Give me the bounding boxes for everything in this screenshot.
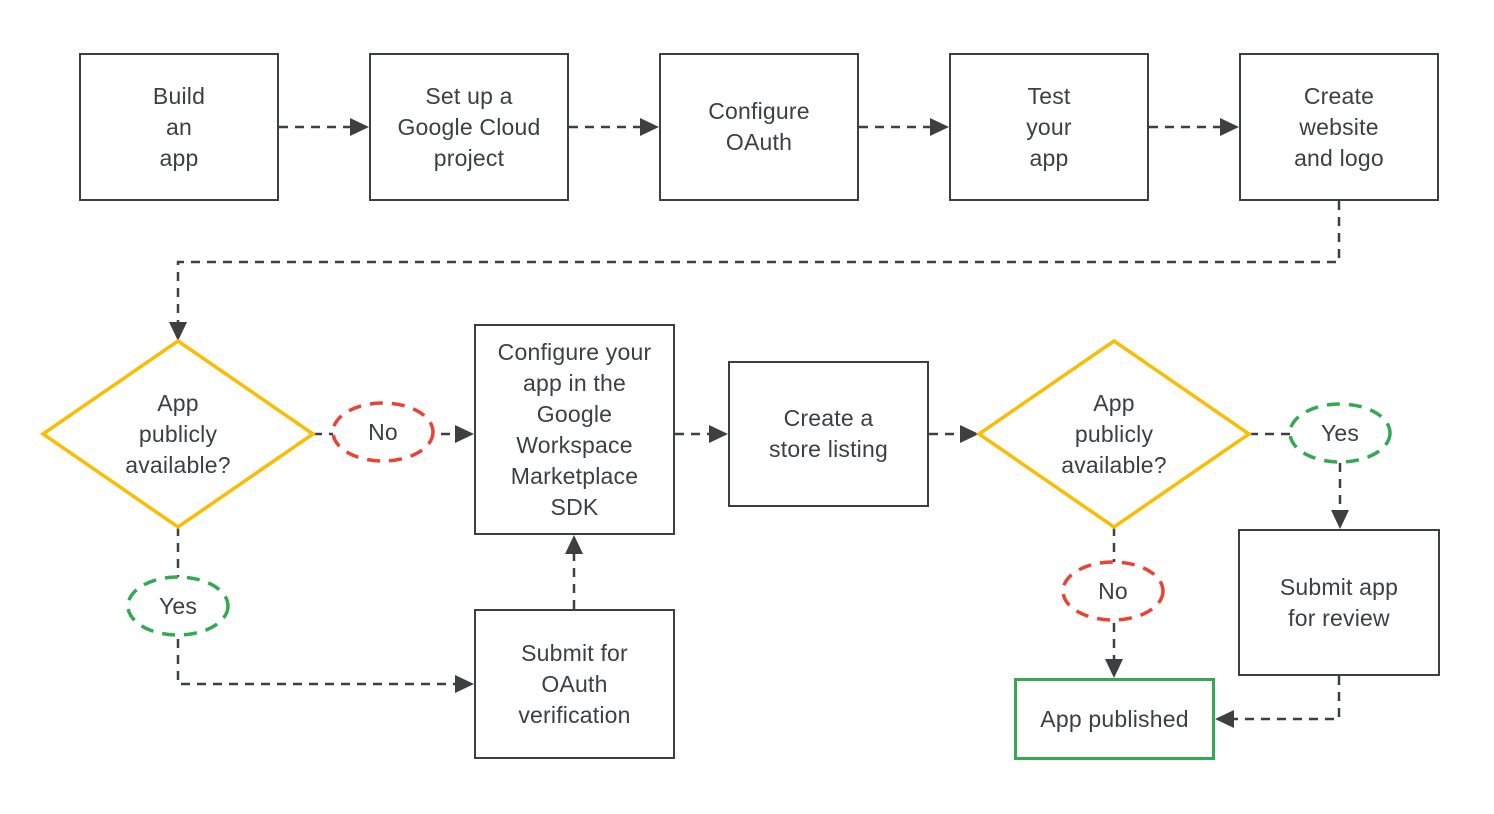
arrowhead-down-icon: [1331, 510, 1349, 529]
step-app-published: App published: [1014, 678, 1215, 760]
arrowhead-down-icon: [1105, 659, 1123, 678]
arrowhead-up-icon: [565, 535, 583, 554]
step-submit-review: Submit app for review: [1238, 529, 1440, 676]
arrowhead-down-icon: [169, 322, 187, 341]
connector-website-to-decision1: [176, 201, 1341, 323]
decision-diamond-2: [975, 338, 1253, 530]
no-badge-2-shape: [1061, 560, 1165, 622]
arrowhead-right-icon: [960, 425, 979, 443]
arrowhead-right-icon: [350, 118, 369, 136]
arrowhead-left-icon: [1215, 710, 1234, 728]
arrowhead-right-icon: [1220, 118, 1239, 136]
step-create-store-listing: Create a store listing: [728, 361, 929, 507]
step-configure-oauth: Configure OAuth: [659, 53, 859, 201]
decision-diamond-1: [39, 338, 317, 530]
arrowhead-right-icon: [709, 425, 728, 443]
arrowhead-right-icon: [455, 675, 474, 693]
no-badge-1-shape: [331, 401, 435, 463]
yes-badge-2-shape: [1288, 402, 1392, 464]
arrowhead-right-icon: [930, 118, 949, 136]
arrowhead-right-icon: [455, 425, 474, 443]
step-setup-project: Set up a Google Cloud project: [369, 53, 569, 201]
step-submit-oauth-verification: Submit for OAuth verification: [474, 609, 675, 759]
yes-badge-1-shape: [126, 575, 230, 637]
step-build-app: Build an app: [79, 53, 279, 201]
step-test-app: Test your app: [949, 53, 1149, 201]
arrowhead-right-icon: [640, 118, 659, 136]
connector-review-to-published: [1233, 676, 1341, 721]
step-configure-sdk: Configure your app in the Google Workspa…: [474, 324, 675, 535]
step-create-website: Create website and logo: [1239, 53, 1439, 201]
